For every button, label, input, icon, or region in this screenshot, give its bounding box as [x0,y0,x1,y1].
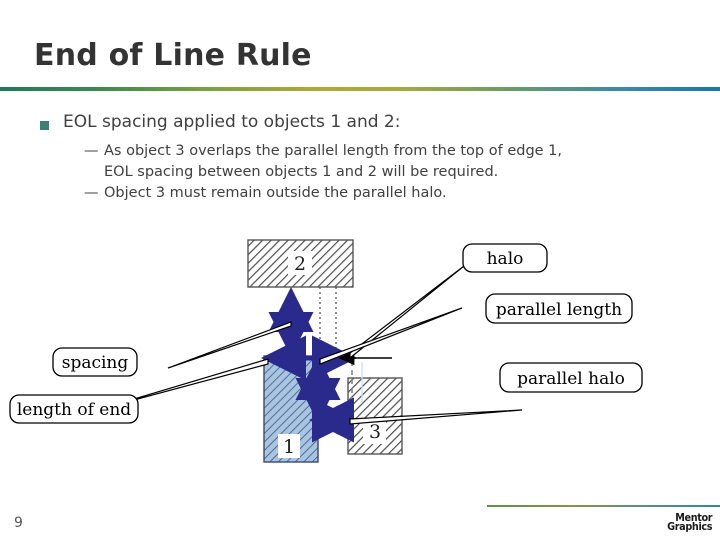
halo-boundary-dashed-line [351,352,363,402]
callout-parallel-length-label: parallel length [496,300,622,320]
callout-length-of-end: length of end [9,394,139,424]
eol-rule-diagram: 2 1 3 [0,222,720,484]
object-1-label: 1 [283,436,295,458]
sub-bullet-label: Object 3 must remain outside the paralle… [104,185,447,202]
diagram-object-1: 1 [263,355,319,463]
object-2-label: 2 [294,253,306,275]
callout-parallel-halo-label: parallel halo [517,369,625,389]
page-title: End of Line Rule [34,38,312,73]
sub-bullet-label: As object 3 overlaps the parallel length… [104,143,563,181]
callout-parallel-length: parallel length [485,293,633,324]
sub-bullet-item: — As object 3 overlaps the parallel leng… [84,141,562,183]
callout-length-of-end-label: length of end [17,400,131,420]
callout-spacing: spacing [52,347,138,377]
sub-bullet-list: — As object 3 overlaps the parallel leng… [84,141,562,204]
title-divider [0,87,720,91]
logo-line-2: Graphics [666,520,712,534]
page-number: 9 [14,515,23,531]
bullet-item-main: EOL spacing applied to objects 1 and 2: [40,112,400,132]
callout-leaders [103,265,523,425]
sub-bullet-item: — Object 3 must remain outside the paral… [84,183,562,204]
callout-spacing-label: spacing [62,353,129,373]
callout-halo-label: halo [487,249,524,269]
callout-parallel-halo: parallel halo [499,362,643,393]
bullet-main-label: EOL spacing applied to objects 1 and 2: [63,112,401,132]
diagram-object-3: 3 [347,377,403,455]
footer-divider [487,505,720,507]
diagram-object-2: 2 [247,239,354,288]
object-3-label: 3 [369,421,381,443]
projection-dotted-lines [319,287,337,356]
mentor-graphics-logo: Mentor Graphics [661,511,712,534]
dash-icon: — [84,185,99,202]
callout-halo: halo [462,243,548,273]
dash-icon: — [84,143,99,159]
logo-line-1: Mentor [674,511,712,524]
square-bullet-icon [40,121,49,130]
